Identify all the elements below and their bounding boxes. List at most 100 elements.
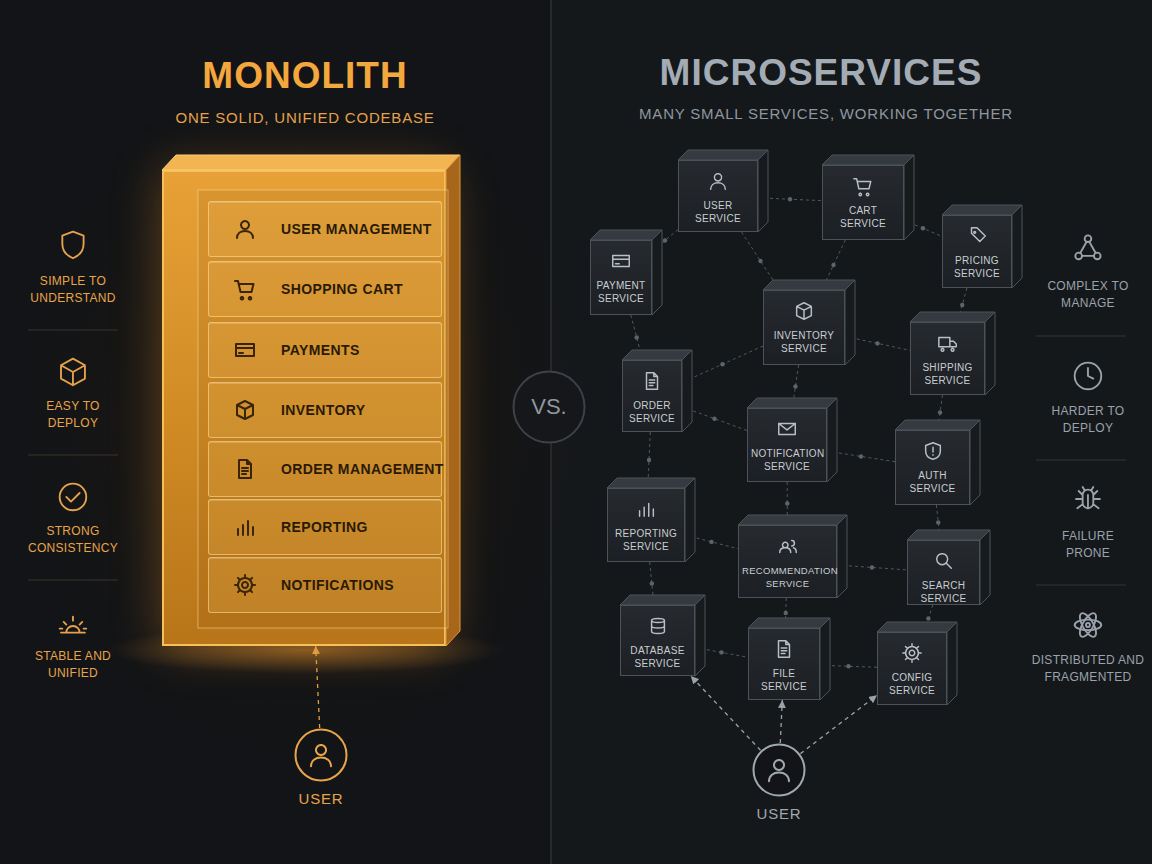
- user-icon-path: [769, 760, 789, 781]
- cube-side-face: [695, 595, 705, 676]
- network-link: [1080, 242, 1095, 256]
- module-row: NOTIFICATIONS: [208, 557, 442, 613]
- cube-label: RECOMMENDATION SERVICE: [739, 564, 836, 590]
- module-row: SHOPPING CART: [208, 261, 442, 317]
- junction-dot: [788, 197, 792, 201]
- pro-label: STRONG CONSISTENCY: [23, 523, 123, 557]
- user-icon-path: [311, 745, 331, 766]
- junction-dot: [709, 540, 713, 544]
- cube-side-face: [685, 478, 695, 562]
- service-cube: FILE SERVICE: [748, 628, 820, 700]
- service-icon-path: [647, 373, 658, 390]
- module-icon-path: [237, 401, 253, 419]
- cube-top-face: [877, 622, 957, 632]
- junction-dot: [758, 259, 762, 263]
- bug-icon: [1076, 487, 1100, 508]
- service-icon-path: [651, 618, 664, 633]
- separator-line: [1036, 460, 1126, 461]
- service-icon: [635, 498, 657, 520]
- cube-side-face: [682, 350, 692, 432]
- module-row: INVENTORY: [208, 382, 442, 438]
- junction-dot: [634, 335, 638, 339]
- row-label: PAYMENTS: [281, 323, 581, 377]
- service-icon: [922, 440, 944, 462]
- junction-dot: [846, 664, 850, 668]
- user-actor: USER: [294, 728, 348, 782]
- junction-dot: [647, 458, 651, 462]
- junction-dot: [719, 650, 723, 654]
- con-label: FAILURE PRONE: [1048, 528, 1128, 562]
- module-row: REPORTING: [208, 499, 442, 555]
- service-icon-path: [779, 424, 796, 435]
- mesh-link: [682, 346, 763, 383]
- pro-label: SIMPLE TO UNDERSTAND: [17, 273, 129, 307]
- user-actor: USER: [752, 743, 806, 797]
- cube-label: DATABASE SERVICE: [621, 644, 694, 670]
- shield-icon: [62, 232, 83, 259]
- con-icons: [1075, 235, 1102, 639]
- junction-dot: [785, 501, 789, 505]
- cube-top-face: [622, 350, 692, 360]
- junction-dot: [859, 454, 863, 458]
- separator-line: [1036, 585, 1126, 586]
- cube-side-face: [1012, 205, 1022, 288]
- cube-label: AUTH SERVICE: [896, 469, 969, 495]
- clock-face: [1075, 363, 1102, 390]
- junction-dot: [926, 616, 930, 620]
- module-icon: [233, 217, 257, 241]
- service-cube: NOTIFICATION SERVICE: [747, 408, 827, 482]
- service-icon-path: [779, 641, 790, 658]
- cube-label: CONFIG SERVICE: [878, 671, 946, 697]
- cube-side-face: [837, 515, 847, 598]
- service-cube: REPORTING SERVICE: [607, 488, 685, 562]
- versus-badge: VS.: [512, 370, 586, 444]
- service-icon-path: [972, 228, 986, 242]
- service-cube: RECOMMENDATION SERVICE: [738, 525, 837, 598]
- network-dot: [1094, 253, 1101, 260]
- pro-label: EASY TO DEPLOY: [28, 398, 118, 432]
- service-cube: INVENTORY SERVICE: [763, 290, 845, 365]
- service-cube: AUTH SERVICE: [895, 430, 970, 505]
- atom-orbit: [1077, 611, 1100, 639]
- vs-label: VS.: [512, 370, 586, 444]
- monolith-block: MONOLITHONE SOLID, UNIFIED CODEBASEUSER …: [162, 170, 446, 646]
- user-icon: [764, 755, 794, 785]
- module-row: USER MANAGEMENT: [208, 201, 442, 257]
- service-cube: SEARCH SERVICE: [907, 540, 980, 605]
- module-icon: [233, 457, 257, 481]
- service-cube: SHIPPING SERVICE: [910, 322, 985, 395]
- row-label: NOTIFICATIONS: [281, 558, 581, 612]
- service-icon: [933, 550, 955, 572]
- clock-hands: [1088, 368, 1093, 379]
- junction-dot: [921, 226, 925, 230]
- cube-top-face: [763, 280, 855, 290]
- junction-dot: [938, 410, 942, 414]
- section-title: MONOLITH: [155, 55, 455, 97]
- row-label: ORDER MANAGEMENT: [281, 442, 581, 496]
- cube-label: ORDER SERVICE: [623, 399, 681, 425]
- separator-line: [28, 330, 118, 331]
- user-label: USER: [729, 805, 829, 822]
- service-icon: [641, 370, 663, 392]
- cube-top-face: [590, 230, 662, 240]
- cube-top-face: [748, 618, 830, 628]
- row-label: SHOPPING CART: [281, 262, 581, 316]
- module-row: ORDER MANAGEMENT: [208, 441, 442, 497]
- check-mark: [66, 493, 79, 502]
- backdrop-right: [551, 0, 1152, 864]
- cube-side-face: [820, 618, 830, 700]
- junction-dot: [831, 263, 835, 267]
- monolith-top-face: [162, 155, 460, 170]
- network-dot: [1085, 235, 1092, 242]
- request-arrow: [316, 646, 320, 728]
- circle-outline: [296, 730, 347, 781]
- module-icon: [233, 277, 257, 301]
- junction-dot: [870, 565, 874, 569]
- cube-top-face: [895, 420, 980, 430]
- user-icon: [306, 740, 336, 770]
- cube-top-face: [607, 478, 695, 488]
- separator-line: [28, 455, 118, 456]
- check-ring: [60, 484, 87, 511]
- clock-icon: [1075, 363, 1102, 390]
- warm-glow: [0, 20, 630, 820]
